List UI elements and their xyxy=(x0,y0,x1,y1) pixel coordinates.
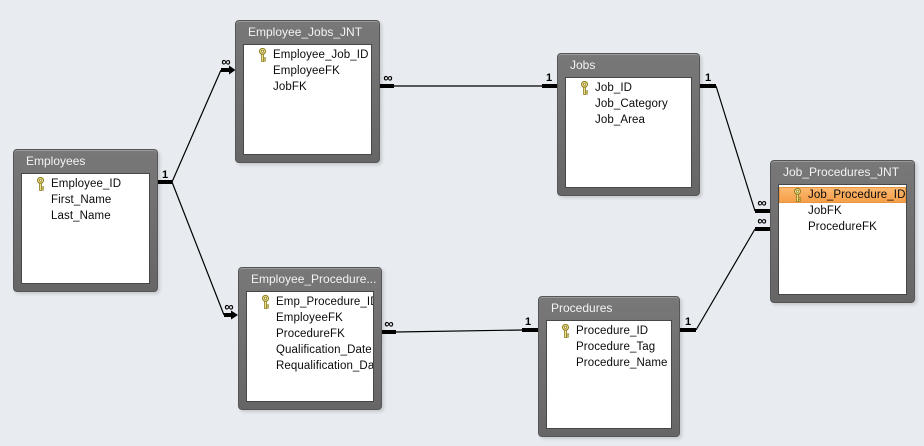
table-title[interactable]: Employee_Procedure... xyxy=(251,272,377,286)
table-employee-jobs-jnt[interactable]: Employee_Jobs_JNT Employee_Job_ID Employ… xyxy=(235,20,380,163)
field-name: Requalification_Da xyxy=(276,360,374,372)
cardinality-label-many: ∞ xyxy=(757,213,766,228)
field-name: Procedure_ID xyxy=(576,325,649,337)
field-row-emp-procedure-id[interactable]: Emp_Procedure_ID xyxy=(247,294,373,310)
key-icon xyxy=(793,188,808,202)
field-row-jobfk[interactable]: JobFK xyxy=(244,79,371,95)
cardinality-label-one: 1 xyxy=(546,72,552,84)
field-row-employee-id[interactable]: Employee_ID xyxy=(22,176,149,192)
field-row-employeefk[interactable]: EmployeeFK xyxy=(247,310,373,326)
field-row-employee-job-id[interactable]: Employee_Job_ID xyxy=(244,47,371,63)
relationship-line-employee-jobs-jnt-jobs[interactable]: ∞ 1 xyxy=(380,70,557,88)
field-name: Last_Name xyxy=(51,210,111,222)
field-name: Procedure_Tag xyxy=(576,341,656,353)
key-icon xyxy=(561,324,576,338)
cardinality-label-many: ∞ xyxy=(757,195,766,210)
field-name: First_Name xyxy=(51,194,112,206)
relationship-line-employee-procedures-procedures[interactable]: ∞ 1 xyxy=(382,316,538,334)
field-row-job-category[interactable]: Job_Category xyxy=(566,96,691,112)
table-jobs[interactable]: Jobs Job_ID Job_Category Job_Area xyxy=(557,53,700,196)
field-row-job-area[interactable]: Job_Area xyxy=(566,112,691,128)
relationship-line-procedures-job-procedures-jnt[interactable]: 1 ∞ xyxy=(680,213,770,332)
field-name: Employee_Job_ID xyxy=(273,49,369,61)
field-row-qualification-date[interactable]: Qualification_Date xyxy=(247,342,373,358)
key-icon xyxy=(36,177,51,191)
field-row-first-name[interactable]: First_Name xyxy=(22,192,149,208)
cardinality-label-many: ∞ xyxy=(384,316,393,331)
cardinality-label-one: 1 xyxy=(525,316,531,328)
cardinality-label-many: ∞ xyxy=(221,54,230,69)
table-field-list: Job_Procedure_ID JobFK ProcedureFK xyxy=(778,184,907,295)
field-row-procedure-name[interactable]: Procedure_Name xyxy=(547,355,671,371)
table-title[interactable]: Procedures xyxy=(551,301,613,315)
field-name: JobFK xyxy=(808,205,842,217)
field-row-job-id[interactable]: Job_ID xyxy=(566,80,691,96)
field-row-procedurefk[interactable]: ProcedureFK xyxy=(247,326,373,342)
field-name: ProcedureFK xyxy=(808,221,877,233)
field-name: EmployeeFK xyxy=(273,65,340,77)
cardinality-label-one: 1 xyxy=(705,72,711,84)
relationship-line-employees-employee-jobs-jnt[interactable]: 1 ∞ xyxy=(158,54,236,184)
table-procedures[interactable]: Procedures Procedure_ID Procedure_Tag Pr… xyxy=(538,296,680,437)
field-name: Qualification_Date xyxy=(276,344,372,356)
table-title[interactable]: Employee_Jobs_JNT xyxy=(248,25,363,39)
field-row-requalification-date[interactable]: Requalification_Da xyxy=(247,358,373,374)
table-title[interactable]: Jobs xyxy=(570,58,596,72)
table-field-list: Job_ID Job_Category Job_Area xyxy=(565,77,692,188)
field-row-jobfk[interactable]: JobFK xyxy=(779,203,906,219)
relationship-line-employees-employee-procedures[interactable]: ∞ xyxy=(171,181,238,320)
table-field-list: Employee_Job_ID EmployeeFK JobFK xyxy=(243,44,372,155)
field-name: Job_ID xyxy=(595,82,633,94)
field-row-procedurefk[interactable]: ProcedureFK xyxy=(779,219,906,235)
cardinality-label-one: 1 xyxy=(685,316,691,328)
table-job-procedures-jnt[interactable]: Job_Procedures_JNT Job_Procedure_ID JobF… xyxy=(770,160,915,303)
cardinality-label-one: 1 xyxy=(162,169,168,181)
field-name: EmployeeFK xyxy=(276,312,343,324)
field-row-procedure-tag[interactable]: Procedure_Tag xyxy=(547,339,671,355)
table-field-list: Employee_ID First_Name Last_Name xyxy=(21,173,150,284)
relationship-line-jobs-job-procedures-jnt[interactable]: 1 ∞ xyxy=(700,72,770,213)
key-icon xyxy=(261,295,276,309)
field-name: Job_Area xyxy=(595,114,646,126)
field-name: Emp_Procedure_ID xyxy=(276,296,374,308)
key-icon xyxy=(580,81,595,95)
table-title[interactable]: Job_Procedures_JNT xyxy=(783,165,900,179)
table-employee-procedures[interactable]: Employee_Procedure... Emp_Procedure_ID E… xyxy=(238,267,382,410)
field-row-last-name[interactable]: Last_Name xyxy=(22,208,149,224)
field-row-employeefk[interactable]: EmployeeFK xyxy=(244,63,371,79)
field-name: Procedure_Name xyxy=(576,357,668,369)
cardinality-label-many: ∞ xyxy=(383,70,392,85)
table-field-list: Emp_Procedure_ID EmployeeFK ProcedureFK … xyxy=(246,291,374,402)
field-name: Employee_ID xyxy=(51,178,122,190)
table-title[interactable]: Employees xyxy=(26,154,86,168)
field-name: ProcedureFK xyxy=(276,328,345,340)
field-name: Job_Category xyxy=(595,98,668,110)
field-row-procedure-id[interactable]: Procedure_ID xyxy=(547,323,671,339)
field-name: JobFK xyxy=(273,81,307,93)
cardinality-label-many: ∞ xyxy=(224,299,233,314)
table-employees[interactable]: Employees Employee_ID First_Name Last_Na… xyxy=(13,149,158,292)
key-icon xyxy=(258,48,273,62)
field-row-job-procedure-id-selected[interactable]: Job_Procedure_ID xyxy=(779,187,906,203)
table-field-list: Procedure_ID Procedure_Tag Procedure_Nam… xyxy=(546,320,672,429)
field-name: Job_Procedure_ID xyxy=(808,189,906,201)
